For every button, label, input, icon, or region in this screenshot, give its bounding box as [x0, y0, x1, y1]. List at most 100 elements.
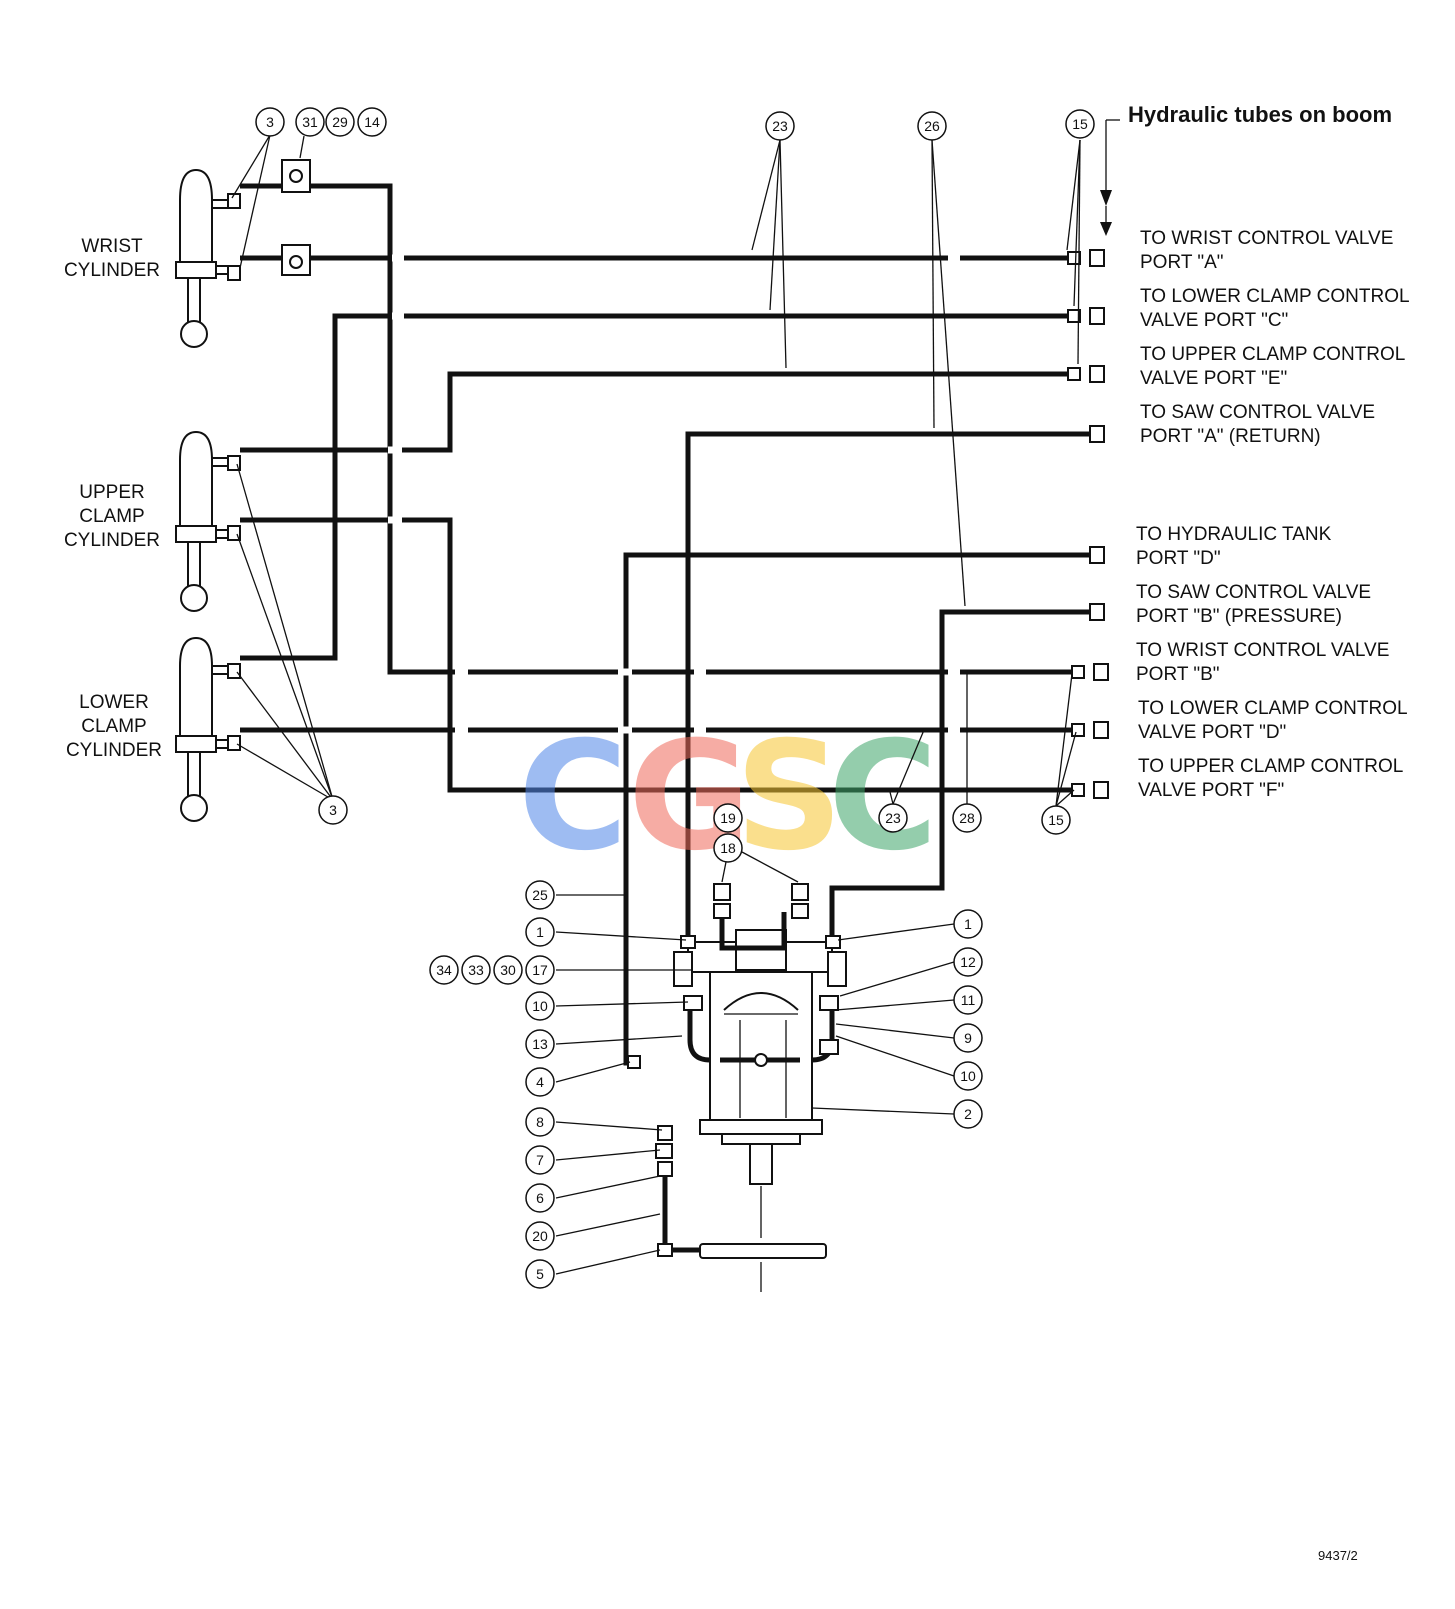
upper-clamp-label-3: CYLINDER: [64, 530, 160, 551]
watermark: C G S C: [518, 710, 938, 884]
callout-13: 13: [525, 1029, 555, 1059]
dest-saw-return-1: TO SAW CONTROL VALVE: [1140, 402, 1375, 423]
svg-text:18: 18: [720, 840, 736, 856]
callout-17: 17: [525, 955, 555, 985]
dest-upper-e-1: TO UPPER CLAMP CONTROL: [1140, 344, 1405, 365]
upper-clamp-cylinder: [175, 430, 241, 612]
dest-saw-pressure-2: PORT "B" (PRESSURE): [1136, 606, 1342, 627]
svg-text:1: 1: [536, 924, 544, 940]
callout-10-right: 10: [953, 1061, 983, 1091]
upper-clamp-label-2: CLAMP: [79, 506, 144, 527]
callout-20: 20: [525, 1221, 555, 1251]
svg-text:25: 25: [532, 887, 548, 903]
svg-text:19: 19: [720, 810, 736, 826]
svg-text:17: 17: [532, 962, 548, 978]
callout-26: 26: [917, 111, 947, 141]
callout-15-top: 15: [1065, 109, 1095, 139]
svg-text:30: 30: [500, 962, 516, 978]
dest-wrist-a-1: TO WRIST CONTROL VALVE: [1140, 228, 1393, 249]
hose-saw-return: [685, 431, 1100, 945]
svg-text:15: 15: [1072, 116, 1088, 132]
svg-text:1: 1: [964, 916, 972, 932]
saw-motor-assembly: [627, 883, 847, 1292]
callout-9: 9: [953, 1023, 983, 1053]
callout-19: 19: [713, 803, 743, 833]
svg-text:10: 10: [532, 998, 548, 1014]
dest-wrist-b-2: PORT "B": [1136, 664, 1220, 685]
diagram-title: Hydraulic tubes on boom: [1128, 102, 1392, 127]
callout-3-bottom: 3: [318, 795, 348, 825]
hose-lower-c: [240, 313, 1080, 661]
dest-wrist-a-2: PORT "A": [1140, 252, 1224, 273]
dest-upper-f-1: TO UPPER CLAMP CONTROL: [1138, 756, 1403, 777]
callout-2: 2: [953, 1099, 983, 1129]
leader-lines: [231, 119, 1120, 1275]
svg-text:11: 11: [961, 992, 976, 1008]
svg-text:33: 33: [468, 962, 484, 978]
dest-tank-1: TO HYDRAULIC TANK: [1136, 524, 1332, 545]
callout-1-left: 1: [525, 917, 555, 947]
hose-saw-pressure: [829, 609, 1100, 945]
callout-8: 8: [525, 1107, 555, 1137]
callout-23-top: 23: [765, 111, 795, 141]
svg-text:14: 14: [364, 114, 380, 130]
svg-text:2: 2: [964, 1106, 972, 1122]
svg-text:15: 15: [1048, 812, 1064, 828]
svg-text:5: 5: [536, 1266, 544, 1282]
svg-text:26: 26: [924, 118, 940, 134]
svg-text:10: 10: [960, 1068, 976, 1084]
watermark-letter-s: S: [735, 710, 843, 884]
hose-lines: [240, 183, 1100, 1066]
wrist-cylinder-label-2: CYLINDER: [64, 260, 160, 281]
callout-7: 7: [525, 1145, 555, 1175]
lower-clamp-label-1: LOWER: [79, 692, 149, 713]
svg-text:7: 7: [536, 1152, 544, 1168]
callout-5: 5: [525, 1259, 555, 1289]
callout-25: 25: [525, 880, 555, 910]
dest-lower-d-2: VALVE PORT "D": [1138, 722, 1286, 743]
hose-upper-f: [240, 517, 1085, 793]
hose-upper-e: [240, 371, 1080, 453]
svg-text:31: 31: [302, 114, 318, 130]
svg-text:13: 13: [532, 1036, 548, 1052]
dest-saw-pressure-1: TO SAW CONTROL VALVE: [1136, 582, 1371, 603]
svg-text:20: 20: [532, 1228, 548, 1244]
wrist-cylinder-label-1: WRIST: [81, 236, 143, 257]
callouts: 3 31 29 14 23 26 15 3 19 18 23 28 15 25 …: [255, 107, 1095, 1289]
callout-28: 28: [952, 803, 982, 833]
callout-29: 29: [325, 107, 355, 137]
figure-code: 9437/2: [1318, 1548, 1358, 1563]
dest-lower-c-1: TO LOWER CLAMP CONTROL: [1140, 286, 1410, 307]
dest-lower-c-2: VALVE PORT "C": [1140, 310, 1288, 331]
labels: Hydraulic tubes on boom WRIST CYLINDER U…: [64, 102, 1410, 1563]
callout-10-left: 10: [525, 991, 555, 1021]
svg-text:12: 12: [960, 954, 976, 970]
watermark-letter-c: C: [518, 710, 628, 884]
check-valve-blocks: [281, 159, 311, 276]
callout-3-top: 3: [255, 107, 285, 137]
callout-11: 11: [953, 985, 983, 1015]
svg-text:28: 28: [959, 810, 975, 826]
svg-text:34: 34: [436, 962, 452, 978]
dest-saw-return-2: PORT "A" (RETURN): [1140, 426, 1321, 447]
callout-1-right: 1: [953, 909, 983, 939]
wrist-cylinder: [175, 168, 241, 348]
callout-31: 31: [295, 107, 325, 137]
callout-15-bottom: 15: [1041, 805, 1071, 835]
dest-upper-e-2: VALVE PORT "E": [1140, 368, 1287, 389]
lower-clamp-label-2: CLAMP: [81, 716, 146, 737]
lower-clamp-label-3: CYLINDER: [66, 740, 162, 761]
port-fittings: [1067, 249, 1109, 799]
callout-23-mid: 23: [878, 803, 908, 833]
dest-lower-d-1: TO LOWER CLAMP CONTROL: [1138, 698, 1408, 719]
lower-clamp-cylinder: [175, 636, 241, 822]
callout-33: 33: [461, 955, 491, 985]
svg-text:9: 9: [964, 1030, 972, 1046]
svg-text:3: 3: [266, 114, 274, 130]
callout-14: 14: [357, 107, 387, 137]
callout-18: 18: [713, 833, 743, 863]
upper-clamp-label-1: UPPER: [79, 482, 144, 503]
dest-tank-2: PORT "D": [1136, 548, 1221, 569]
svg-text:4: 4: [536, 1074, 544, 1090]
svg-text:29: 29: [332, 114, 348, 130]
